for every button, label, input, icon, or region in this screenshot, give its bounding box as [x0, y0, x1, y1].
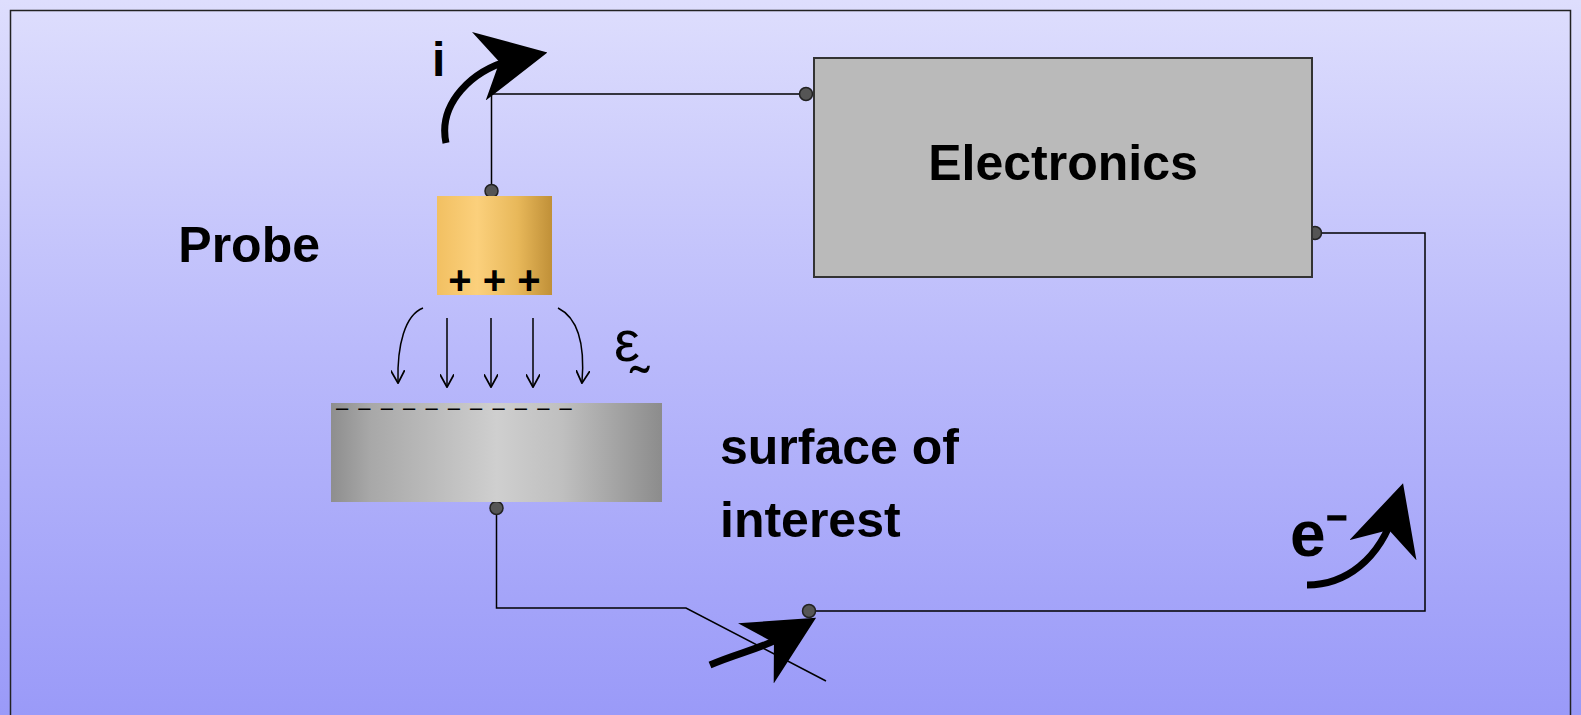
field-symbol: ε̰	[614, 312, 640, 370]
wire	[492, 94, 807, 191]
electronics-box: Electronics	[813, 57, 1313, 278]
frame	[11, 11, 1571, 715]
current-arrow	[445, 58, 520, 143]
node-label: Probe	[178, 209, 320, 282]
terminal-dot	[800, 88, 813, 101]
current-symbol: i	[432, 36, 445, 84]
terminal-dot	[803, 605, 816, 618]
charge-minus: – – – – – – – – – – –	[336, 397, 574, 419]
electron-symbol: e⁻	[1290, 502, 1348, 566]
node-label: Electronics	[928, 127, 1198, 200]
terminal-dot	[490, 502, 503, 515]
node-label: surface of interest	[720, 411, 1050, 556]
charge-plus: + + +	[437, 260, 552, 300]
switch-arrow	[710, 632, 792, 665]
field-lines	[398, 308, 583, 386]
